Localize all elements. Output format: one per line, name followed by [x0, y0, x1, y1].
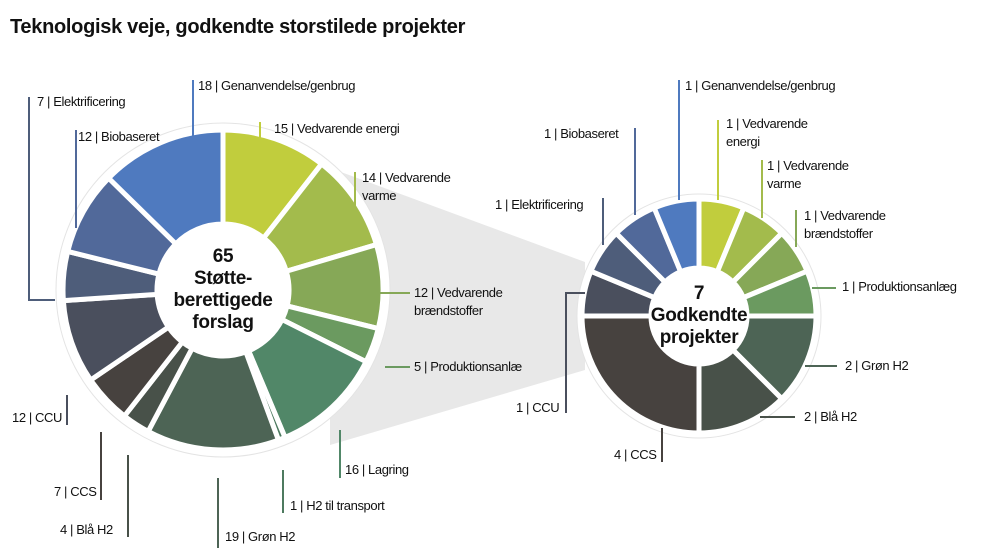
slice-label: 2 | Blå H2 [804, 408, 857, 426]
slice-label-line: brændstoffer [414, 303, 483, 318]
slice-label: 1 | H2 til transport [290, 497, 385, 515]
slice-label-line: 12 | CCU [12, 410, 63, 425]
slice-label-line: brændstoffer [804, 226, 873, 241]
slice-label-line: 1 | H2 til transport [290, 498, 385, 513]
slice-label-line: 1 | Produktionsanlæg [842, 279, 957, 294]
slice-label: 1 | Vedvarende varme [767, 157, 849, 193]
center-label-line: 7 [693, 283, 705, 304]
slice-label-line: 1 | Elektrificering [495, 197, 584, 212]
slice-label-line: 5 | Produktionsanlæ [414, 359, 522, 374]
leader-line [565, 292, 585, 413]
slice-label-line: 12 | Biobaseret [78, 129, 160, 144]
slice-label-line: 4 | Blå H2 [60, 522, 113, 537]
slice-label-line: 1 | Vedvarende [767, 158, 849, 173]
slice-label: 12 | Biobaseret [78, 128, 160, 146]
slice-label: 1 | CCU [516, 399, 560, 417]
slice-label-line: 19 | Grøn H2 [225, 529, 296, 544]
slice-label: 1 | Vedvarende energi [726, 115, 808, 151]
slice-genanvendelse-genbrug [105, 127, 226, 248]
slice-label-line: 2 | Blå H2 [804, 409, 857, 424]
center-label-line: forslag [192, 312, 254, 333]
slice-ccs [579, 313, 702, 436]
slice-label-line: 15 | Vedvarende energi [274, 121, 400, 136]
slice-label-line: varme [767, 176, 802, 191]
slice-label: 1 | Genanvendelse/genbrug [685, 77, 836, 95]
slice-label-line: energi [726, 134, 760, 149]
slice-label: 18 | Genanvendelse/genbrug [198, 77, 355, 95]
slice-label-line: 18 | Genanvendelse/genbrug [198, 78, 356, 93]
center-label-line: Godkendte [650, 305, 748, 326]
center-label-line: projekter [659, 327, 739, 348]
slice-label-line: 4 | CCS [614, 447, 657, 462]
slice-label: 19 | Grøn H2 [225, 528, 296, 546]
slice-label: 15 | Vedvarende energi [274, 120, 400, 138]
chart-1-center [653, 270, 745, 362]
slice-genanvendelse-genbrug [650, 196, 702, 275]
slice-label-line: 7 | CCS [54, 484, 97, 499]
slice-label: 14 | Vedvarende varme [362, 169, 451, 205]
slice-label: 7 | CCS [54, 483, 97, 501]
center-label-line: 65 [212, 246, 234, 267]
zoom-connector [330, 168, 585, 445]
slice-label-line: 1 | Biobaseret [544, 126, 619, 141]
slice-label-line: 2 | Grøn H2 [845, 358, 909, 373]
slice-label: 12 | CCU [12, 409, 62, 427]
slice-label-line: 7 | Elektrificering [37, 94, 126, 109]
slice-label: 1 | Produktionsanlæg [842, 278, 957, 296]
slice-label-line: 1 | CCU [516, 400, 560, 415]
slice-label-line: 1 | Vedvarende [804, 208, 886, 223]
slice-label-line: varme [362, 188, 397, 203]
center-label-line: Støtte- [193, 268, 253, 289]
slice-label: 16 | Lagring [345, 461, 409, 479]
chart-title: Teknologisk veje, godkendte storstilede … [10, 16, 466, 38]
center-label-line: berettigede [173, 290, 273, 311]
slice-label: 4 | Blå H2 [60, 521, 113, 539]
slice-label: 12 | Vedvarende brændstoffer [414, 284, 503, 320]
slice-label-line: 1 | Vedvarende [726, 116, 808, 131]
slice-label: 4 | CCS [614, 446, 657, 464]
slice-label: 1 | Vedvarende brændstoffer [804, 207, 886, 243]
slice-label: 1 | Elektrificering [495, 196, 584, 214]
slice-label-line: 16 | Lagring [345, 462, 409, 477]
slice-label-line: 12 | Vedvarende [414, 285, 503, 300]
leader-line [28, 97, 55, 301]
slice-label: 7 | Elektrificering [37, 93, 126, 111]
slice-label-line: 1 | Genanvendelse/genbrug [685, 78, 836, 93]
chart-0-center [159, 226, 287, 354]
slice-label: 2 | Grøn H2 [845, 357, 909, 375]
slice-label: 5 | Produktionsanlæ [414, 358, 522, 376]
slice-label: 1 | Biobaseret [544, 125, 619, 143]
slice-label-line: 14 | Vedvarende [362, 170, 451, 185]
